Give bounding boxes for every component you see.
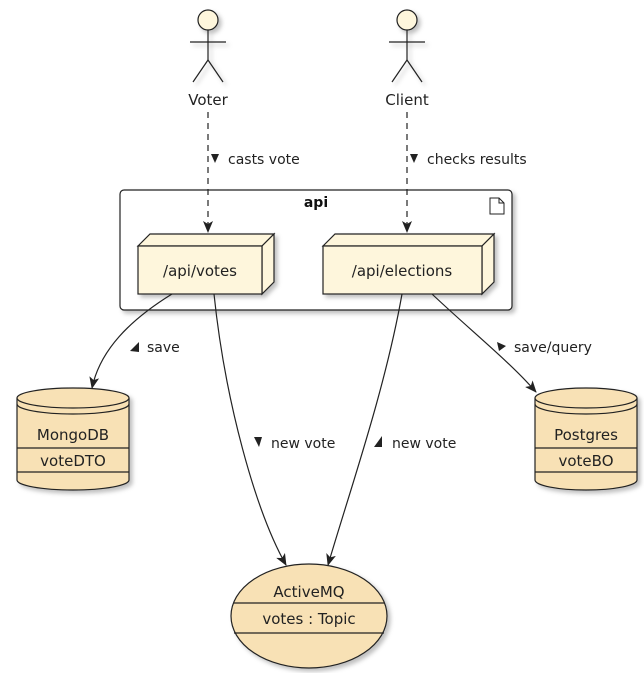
mongodb-field: voteDTO [40,452,106,470]
edge-elections-postgres-label: save/query [497,340,592,356]
edge-client-elections-label: checks results [410,152,527,168]
node-api-elections[interactable] [321,232,496,296]
save-query-label: save/query [514,340,592,356]
actor-client[interactable]: Client [385,9,429,109]
node-api-votes[interactable] [136,232,276,296]
direction-right-icon [497,342,506,351]
database-postgres[interactable]: Postgres voteBO [534,387,638,491]
save-label: save [147,340,180,356]
node-api-elections-label: /api/elections [352,262,453,280]
edge-voter-votes-label: casts vote [211,152,300,168]
edge-votes-mongodb[interactable] [89,293,173,389]
postgres-field: voteBO [559,452,614,470]
client-label: Client [385,91,429,109]
voter-stick-figure-icon [190,9,226,83]
activemq-name: ActiveMQ [273,583,344,601]
edge-elections-activemq[interactable] [326,293,403,566]
queue-activemq[interactable]: ActiveMQ votes : Topic [230,563,388,669]
direction-down-icon [254,437,262,447]
new-vote-label-right: new vote [392,436,456,452]
casts-vote-label: casts vote [228,152,300,168]
edge-votes-activemq[interactable] [213,293,287,566]
mongodb-name: MongoDB [37,426,109,444]
direction-down-icon [211,154,219,163]
checks-results-label: checks results [427,152,527,168]
new-vote-label-left: new vote [271,436,335,452]
node-api-votes-label: /api/votes [163,262,237,280]
client-stick-figure-icon [389,9,425,83]
direction-left-icon [130,342,139,352]
activemq-field: votes : Topic [262,610,355,628]
direction-down-icon [410,154,418,163]
direction-down-left-icon [374,436,382,447]
package-title: api [304,195,328,211]
database-mongodb[interactable]: MongoDB voteDTO [16,387,130,491]
edge-votes-activemq-label: new vote [254,436,335,452]
voter-label: Voter [188,91,228,109]
document-icon [489,197,505,215]
postgres-name: Postgres [554,426,618,444]
edge-elections-postgres[interactable] [431,293,537,393]
actor-voter[interactable]: Voter [188,9,229,109]
edge-votes-mongodb-label: save [130,340,180,356]
edge-elections-activemq-label: new vote [374,436,456,452]
